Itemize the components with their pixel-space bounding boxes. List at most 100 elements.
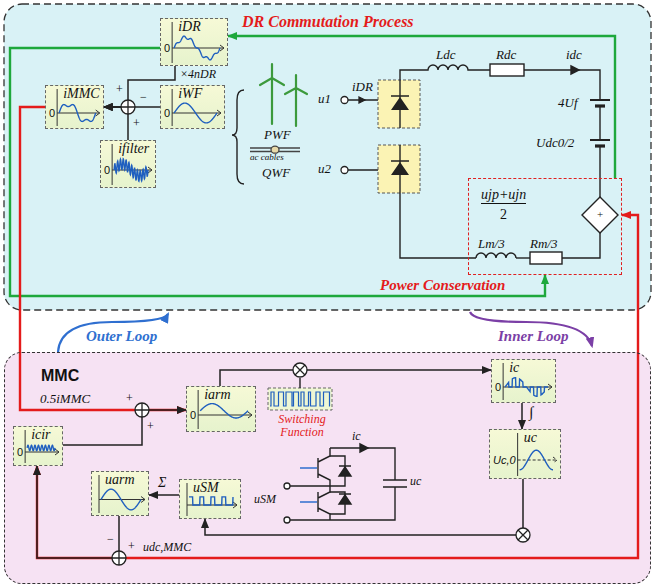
connector-label: ∫: [529, 404, 533, 421]
annotation: 4Uf: [558, 96, 578, 110]
signal-connector: [220, 370, 491, 386]
plot-axis: [172, 22, 173, 63]
annotation: idc: [566, 48, 582, 62]
signal-connector: [37, 215, 638, 558]
ac-terminal-wires: [359, 97, 365, 103]
waveform-box: uSM: [179, 479, 241, 519]
dc-circuit: [476, 253, 516, 258]
mmc-panel: MMCiarm0ic0ucUc,0icir0uarmuSM: [4, 352, 651, 584]
multiplier: [293, 363, 307, 377]
signal-connector: [228, 36, 615, 178]
waveform-box: icir 0: [13, 426, 63, 466]
signal-name: iarm: [204, 387, 230, 402]
plot-axis: [172, 89, 173, 126]
annotation: ac cables: [250, 153, 284, 163]
annotation: udc,MMC: [143, 541, 191, 554]
sum-junction: [112, 551, 126, 565]
dc-circuit: [530, 252, 562, 264]
plot-axis: [99, 475, 100, 513]
signal-name: uarm: [105, 472, 135, 487]
sum-junction: [121, 100, 135, 114]
sign-mark: +: [133, 117, 140, 130]
submodule-circuit: [339, 467, 351, 504]
plot-axis: [518, 457, 557, 463]
connector-label: DR Commutation Process: [242, 13, 414, 31]
annotation: Switching Function: [262, 413, 342, 439]
dc-circuit: [400, 193, 476, 258]
waveform-box: iarm0: [186, 386, 256, 432]
signal-name: iMMC: [63, 86, 100, 101]
mmc-panel-ground: [4, 352, 651, 584]
wind-turbines: [260, 64, 284, 124]
submodule-circuit: [290, 486, 330, 520]
annotation: u1: [318, 92, 331, 106]
submodule-circuit: [300, 468, 317, 502]
waveform-curve: [520, 450, 553, 470]
axis-label: 0: [164, 42, 170, 54]
axis-label: 0: [49, 107, 55, 119]
annotation: Rm/3: [530, 237, 557, 251]
waveform-curve: [59, 105, 96, 122]
dc-circuit: [490, 64, 524, 76]
annotation: QWF: [262, 166, 290, 180]
signal-connector: [20, 107, 186, 410]
signal-connector: [10, 48, 545, 296]
waveform-curve: [174, 36, 220, 60]
signal-name: ifilter: [118, 141, 149, 156]
annotation: Lm/3: [478, 237, 505, 251]
ac-terminal-wires: [348, 97, 378, 170]
waveform-curve: [505, 378, 548, 397]
outer-loop-arrow: [58, 314, 168, 352]
annotation: u2: [318, 162, 331, 176]
sign-mark: +: [126, 392, 133, 405]
dc-circuit: [562, 233, 600, 258]
axis-label: Uc,0: [493, 454, 516, 466]
sign-mark: −: [140, 91, 147, 104]
ac-terminal-wires: [348, 100, 378, 170]
sign-mark: +: [147, 420, 154, 433]
annotation: Ldc: [436, 48, 456, 62]
sign-mark: +: [128, 540, 135, 553]
signal-connector: [63, 410, 186, 445]
plot-axis: [112, 144, 113, 185]
terminal: [284, 97, 348, 524]
signal-connector: [521, 403, 523, 429]
submodule-circuit: [339, 466, 351, 494]
dc-circuit: [400, 65, 490, 80]
axis-label: 0: [17, 446, 23, 458]
plot-axis: [517, 433, 518, 476]
waveform-box: iMMC 0: [45, 85, 104, 129]
signal-name: icir: [31, 427, 50, 442]
annotation: Udc0/2: [536, 136, 574, 150]
sign-mark: −: [107, 533, 114, 546]
connector-label: Power Conservation: [380, 277, 505, 294]
waveform-box: iDR 0: [160, 18, 228, 66]
annotation: iDR: [352, 80, 373, 94]
connector-label: Σ: [158, 475, 166, 490]
annotation: PWF: [264, 128, 291, 142]
multiplier: [295, 365, 305, 375]
waveform-box: ucUc,0: [489, 429, 561, 479]
signal-connector: [205, 479, 523, 535]
diode-rectifiers: [378, 80, 420, 193]
sum-junction: [135, 403, 149, 417]
controlled-source: ujp+ujn2: [468, 178, 622, 275]
waveform-curve: [101, 489, 141, 510]
waveform-curve: [200, 404, 248, 418]
dc-circuit: [599, 106, 600, 140]
waveform-box: ic0: [491, 359, 556, 403]
signal-name: iDR: [178, 19, 201, 34]
axis-label: 0: [164, 107, 170, 119]
diode-rectifiers: [391, 97, 409, 175]
waveform-curve: [189, 497, 233, 505]
wind-turbines: [260, 64, 307, 126]
diode-rectifiers: [391, 80, 409, 193]
signal-name: uc: [524, 430, 537, 445]
switching-function-plot: [270, 392, 330, 406]
outer-loop-panel: [4, 4, 651, 310]
connector-label: 0.5iMMC: [40, 392, 90, 406]
submodule-circuit: [318, 486, 330, 520]
annotation: uc: [410, 475, 421, 488]
multiplier: [518, 530, 528, 540]
